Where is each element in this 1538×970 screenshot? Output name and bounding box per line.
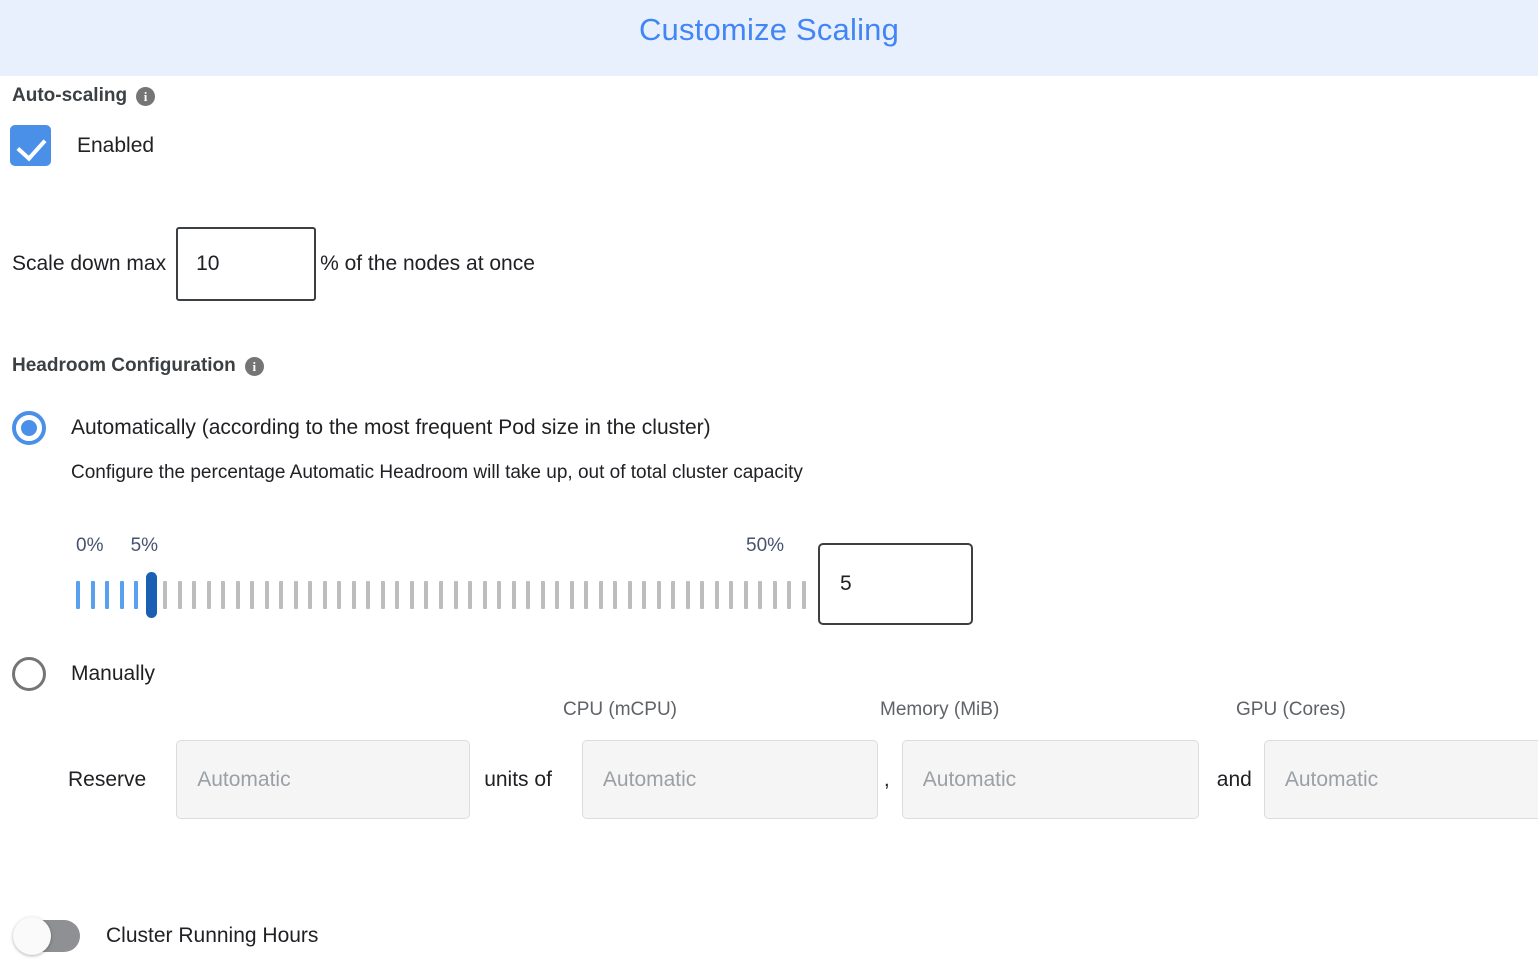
radio-manually-label: Manually	[71, 662, 156, 685]
slider-tick	[656, 581, 661, 609]
slider-current-label: 5%	[130, 535, 159, 556]
slider-tick	[468, 581, 473, 609]
reserve-cpu-input[interactable]	[581, 740, 878, 819]
slider-tick	[192, 581, 197, 609]
slider-tick	[497, 581, 502, 609]
slider-tick	[163, 581, 168, 609]
slider-tick	[540, 581, 545, 609]
reserve-gpu-input[interactable]	[1263, 740, 1538, 819]
slider-tick	[482, 581, 487, 609]
slider-tick	[308, 581, 313, 609]
slider-tick	[511, 581, 516, 609]
auto-scaling-enabled-row: Enabled	[10, 125, 154, 166]
info-icon[interactable]: i	[136, 86, 156, 106]
headroom-percentage-slider[interactable]: 0% 5% 50%	[76, 535, 806, 618]
slider-tick	[555, 581, 560, 609]
dialog-header: Customize Scaling	[0, 0, 1538, 76]
toggle-knob	[13, 917, 51, 955]
slider-tick	[642, 581, 647, 609]
slider-tick	[351, 581, 356, 609]
slider-tick	[119, 581, 124, 609]
slider-tick	[366, 581, 371, 609]
comma-separator: ,	[883, 767, 890, 791]
headroom-percentage-input[interactable]	[818, 543, 973, 625]
slider-tick	[453, 581, 458, 609]
auto-scaling-heading: Auto-scaling i	[12, 85, 156, 107]
reserve-row: Reserve units of , and	[68, 740, 1538, 819]
slider-tick	[322, 581, 327, 609]
headroom-option-automatically[interactable]: Automatically (according to the most fre…	[12, 411, 711, 445]
slider-thumb[interactable]	[145, 572, 157, 618]
slider-tick	[293, 581, 298, 609]
slider-tick	[206, 581, 211, 609]
gpu-field-label: GPU (Cores)	[1236, 699, 1346, 720]
slider-tick	[526, 581, 531, 609]
slider-tick	[685, 581, 690, 609]
scale-down-max-suffix: % of the nodes at once	[320, 252, 535, 275]
and-separator: and	[1216, 767, 1252, 791]
slider-tick	[177, 581, 182, 609]
slider-tick	[90, 581, 95, 609]
slider-tick	[613, 581, 618, 609]
slider-tick	[758, 581, 763, 609]
reserve-memory-input[interactable]	[901, 740, 1199, 819]
info-icon[interactable]: i	[244, 356, 264, 376]
radio-automatically[interactable]	[12, 411, 46, 445]
scale-down-max-label: Scale down max	[12, 252, 167, 275]
cluster-running-hours-toggle[interactable]	[13, 917, 80, 955]
cluster-running-hours-label: Cluster Running Hours	[106, 924, 319, 947]
slider-tick	[235, 581, 240, 609]
slider-tick	[76, 581, 80, 609]
slider-track[interactable]	[76, 572, 806, 618]
cpu-field-label: CPU (mCPU)	[563, 699, 677, 720]
slider-tick	[279, 581, 284, 609]
slider-tick	[380, 581, 385, 609]
headroom-description: Configure the percentage Automatic Headr…	[71, 462, 803, 483]
slider-tick	[714, 581, 719, 609]
headroom-option-manually[interactable]: Manually	[12, 657, 155, 691]
slider-tick	[424, 581, 429, 609]
slider-tick	[627, 581, 632, 609]
auto-scaling-enabled-label: Enabled	[77, 133, 155, 157]
slider-tick	[671, 581, 676, 609]
units-of-label: units of	[484, 767, 552, 791]
auto-scaling-heading-label: Auto-scaling	[12, 85, 128, 106]
radio-manually[interactable]	[12, 657, 46, 691]
slider-tick	[134, 581, 139, 609]
cluster-running-hours-row: Cluster Running Hours	[13, 917, 319, 955]
slider-tick	[409, 581, 414, 609]
scale-down-max-row: Scale down max % of the nodes at once	[12, 227, 535, 301]
slider-min-label: 0%	[76, 535, 104, 556]
reserve-label: Reserve	[68, 767, 147, 791]
radio-automatically-label: Automatically (according to the most fre…	[71, 416, 711, 439]
slider-tick	[105, 581, 110, 609]
headroom-configuration-heading-label: Headroom Configuration	[12, 355, 236, 376]
slider-tick	[743, 581, 748, 609]
slider-tick	[569, 581, 574, 609]
slider-tick	[395, 581, 400, 609]
slider-tick	[337, 581, 342, 609]
slider-tick	[264, 581, 269, 609]
headroom-configuration-heading: Headroom Configuration i	[12, 355, 264, 377]
slider-tick	[584, 581, 589, 609]
slider-tick	[772, 581, 777, 609]
slider-tick	[729, 581, 734, 609]
slider-tick	[439, 581, 443, 609]
slider-tick	[598, 581, 603, 609]
slider-max-label: 50%	[746, 535, 785, 556]
slider-tick	[787, 581, 792, 609]
auto-scaling-enabled-checkbox[interactable]	[10, 125, 51, 166]
memory-field-label: Memory (MiB)	[880, 699, 1000, 720]
slider-labels: 0% 5% 50%	[76, 535, 806, 561]
scale-down-max-input[interactable]	[176, 227, 317, 301]
slider-tick	[221, 581, 226, 609]
slider-tick	[700, 581, 705, 609]
slider-tick	[250, 581, 255, 609]
page-title: Customize Scaling	[638, 11, 900, 47]
slider-tick	[802, 581, 806, 609]
reserve-units-input[interactable]	[176, 740, 471, 819]
